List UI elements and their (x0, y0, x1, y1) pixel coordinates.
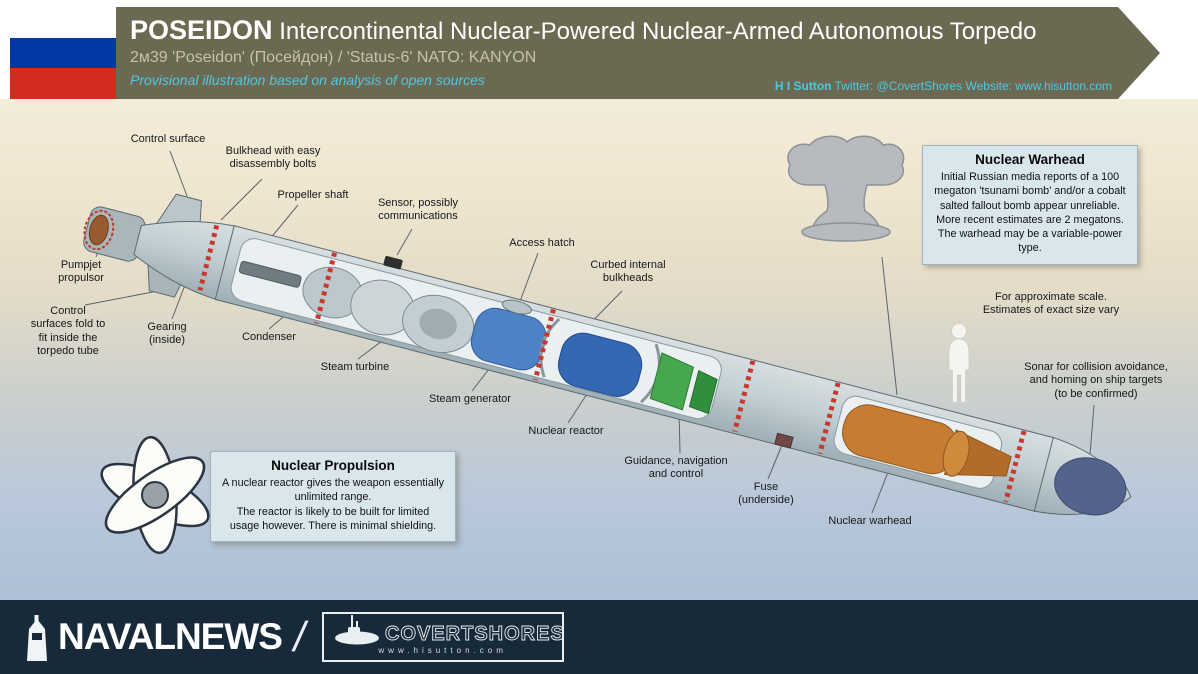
submarine-icon (334, 615, 379, 645)
nuclear-reactor-shape (557, 332, 643, 397)
label-steam-generator: Steam generator (429, 393, 511, 405)
label-scale-note: For approximate scale. Estimates of exac… (982, 291, 1120, 317)
torpedo-illustration (83, 193, 1132, 516)
author-credit: H I Sutton Twitter: @CovertShores Websit… (775, 79, 1112, 93)
nuclear-warhead-infobox-title: Nuclear Warhead (975, 152, 1085, 167)
covertshores-logo: COVERTSHORES www.hisutton.com (321, 612, 564, 662)
leader-line (767, 444, 783, 480)
sensor-shape (383, 256, 403, 270)
label-bulkhead: Bulkhead with easy disassembly bolts (225, 145, 321, 171)
leader-line (881, 256, 898, 396)
warhead-end (942, 430, 970, 477)
provisional-note: Provisional illustration based on analys… (130, 71, 485, 88)
atom-nucleus (141, 481, 169, 509)
label-propeller-shaft: Propeller shaft (277, 189, 349, 201)
navalnews-wordmark: NAVALNEWS (58, 616, 283, 657)
label-steam-turbine: Steam turbine (320, 361, 390, 373)
propeller-shaft-shape (238, 260, 302, 288)
pumpjet-interior (88, 214, 109, 246)
label-control-surface: Control surface (130, 133, 206, 145)
russia-flag (10, 7, 116, 99)
bulkhead-ring (197, 224, 220, 291)
page-subtitle: 2м39 'Poseidon' (Посейдон) / 'Status-6' … (130, 48, 537, 66)
label-sonar: Sonar for collision avoidance, and homin… (1024, 361, 1168, 400)
label-sensor: Sensor, possibly communications (377, 197, 459, 223)
covertshores-logo-row: COVERTSHORES (334, 615, 564, 645)
header-banner: POSEIDON Intercontinental Nuclear-Powere… (10, 7, 1160, 99)
guidance-shape-2 (688, 369, 718, 415)
pumpjet-ring (83, 209, 115, 251)
leader-line (871, 466, 891, 514)
illustration-area: Control surface Bulkhead with easy disas… (0, 99, 1198, 600)
label-control-fold: Control surfaces fold to fit inside the … (30, 305, 106, 358)
label-guidance: Guidance, navigation and control (624, 455, 728, 481)
flag-stripe-red (10, 68, 116, 99)
leader-line (518, 252, 539, 305)
guidance-shape-1 (649, 352, 695, 411)
bulkhead-curve-left (539, 317, 561, 378)
leader-line (84, 290, 159, 306)
label-nuclear-reactor: Nuclear reactor (528, 425, 604, 437)
flag-stripe-white (10, 7, 116, 38)
header-text-block: POSEIDON Intercontinental Nuclear-Powere… (116, 7, 1160, 99)
access-hatch-shape (501, 299, 532, 315)
page-title: POSEIDON Intercontinental Nuclear-Powere… (130, 14, 1160, 47)
flag-stripe-blue (10, 38, 116, 69)
nuclear-propulsion-infobox: Nuclear Propulsion A nuclear reactor giv… (210, 451, 456, 542)
atom-icon (100, 435, 210, 555)
sonar-dome (1054, 457, 1127, 516)
leader-line (567, 390, 590, 424)
label-curbed-bulkheads: Curbed internal bulkheads (590, 259, 666, 285)
divider-slash: / (289, 613, 310, 660)
steam-turbine-core (419, 308, 457, 340)
label-condenser: Condenser (242, 331, 296, 343)
covertshores-wordmark: COVERTSHORES (385, 623, 565, 645)
footer: NAVALNEWS / COVERTSHORES www.hisutton.co… (0, 600, 1198, 674)
author-name: H I Sutton (774, 79, 832, 93)
nuclear-propulsion-infobox-title: Nuclear Propulsion (271, 458, 395, 473)
torpedo-scene (83, 135, 1132, 555)
page-title-descriptor: Intercontinental Nuclear-Powered Nuclear… (272, 18, 1037, 45)
bulkhead-rings (197, 224, 1027, 503)
fuse-shape (774, 432, 794, 449)
ship-bow-icon (27, 615, 47, 661)
leader-line (396, 228, 413, 256)
label-fuse: Fuse (underside) (738, 481, 794, 507)
label-access-hatch: Access hatch (509, 237, 575, 249)
covertshores-url: www.hisutton.com (378, 646, 507, 655)
mushroom-cloud-icon (787, 135, 905, 242)
scale-human-figure (948, 323, 970, 403)
page-title-name: POSEIDON (130, 15, 273, 45)
nuclear-warhead-infobox-body: Initial Russian media reports of a 100 m… (934, 171, 1126, 255)
nuclear-warhead-infobox: Nuclear Warhead Initial Russian media re… (922, 145, 1138, 265)
author-contacts: Twitter: @CovertShores Website: www.hisu… (831, 79, 1112, 93)
label-gearing: Gearing (inside) (147, 321, 187, 347)
label-nuclear-warhead: Nuclear warhead (828, 515, 912, 527)
nuclear-propulsion-infobox-body: A nuclear reactor gives the weapon essen… (221, 477, 445, 532)
navalnews-logo: NAVALNEWS (24, 613, 283, 661)
label-pumpjet: Pumpjet propulsor (58, 259, 104, 285)
leader-line (169, 150, 188, 197)
leader-line (220, 178, 263, 221)
